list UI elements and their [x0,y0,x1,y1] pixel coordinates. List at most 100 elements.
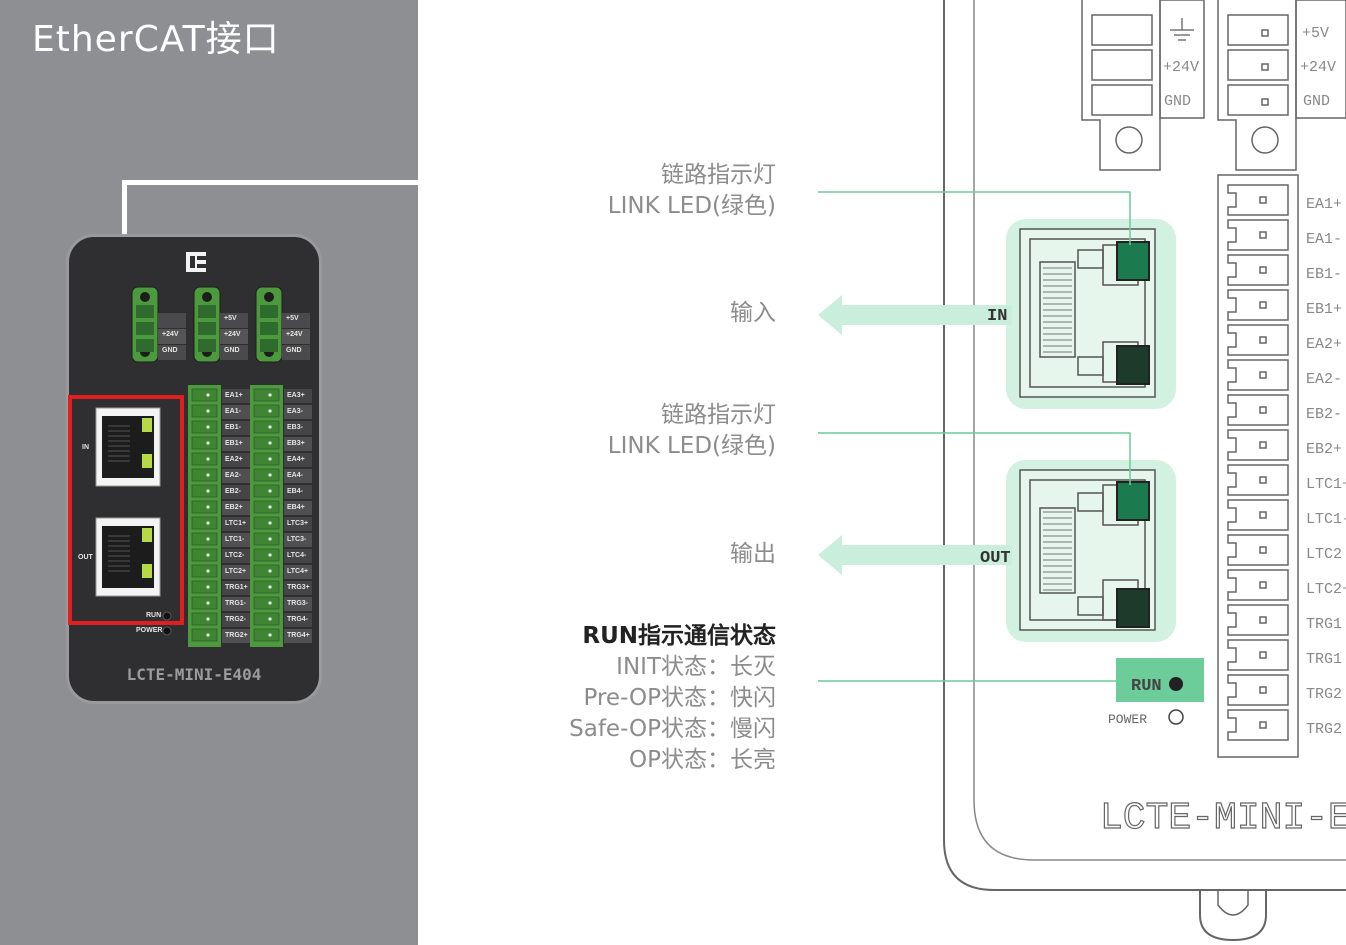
device-terminal-label: EA1+ [225,392,243,399]
terminal-block-right [250,385,283,647]
detail-terminal-label: TRG2 [1306,686,1342,703]
device-terminal-label: EA3- [287,408,303,415]
detail-terminal-label: LTC2+ [1306,581,1346,598]
device-out-label: OUT [78,554,93,561]
top-label-a-1: +24V [1163,59,1199,76]
device-power2-label: +5V [224,315,237,322]
device-in-label: IN [82,444,89,451]
detail-mount-tab [1199,890,1267,942]
device-terminal-label: TRG2- [225,616,246,623]
link1-subtitle: LINK LED(绿色) [607,193,776,219]
panel-title: EtherCAT接口 [32,19,280,60]
device-terminal-label: TRG1- [225,600,246,607]
terminal-block-left [188,385,221,647]
device-terminal-label: TRG1+ [225,584,248,591]
device-power3-label: +24V [286,331,303,338]
device-rj45-out [95,517,161,597]
device-terminal-label: LTC3- [287,536,307,543]
detail-terminal-label: LTC1- [1306,511,1346,528]
device-power1-label: +24V [162,331,179,338]
device-terminal-label: LTC2- [225,552,245,559]
device-terminal-label: LTC1- [225,536,245,543]
link1-annotation: 链路指示灯 LINK LED(绿色) [608,160,776,222]
detail-terminal-label: EB2+ [1306,441,1342,458]
device-terminal-label: EA2- [225,472,241,479]
top-label-a-2: GND [1164,93,1191,110]
device-terminal-label: TRG2+ [225,632,248,639]
detail-terminal-label: EA1+ [1306,196,1342,213]
device-terminal-label: LTC3+ [287,520,309,527]
link2-annotation: 链路指示灯 LINK LED(绿色) [608,400,776,462]
device-power2-label: +24V [224,331,241,338]
detail-run-label: RUN [1131,677,1162,696]
state-init: INIT状态：长灭 [616,654,776,680]
device-terminal-label: EA2+ [225,456,243,463]
device-terminal-label: EB2- [225,488,241,495]
ethercat-highlight-box [68,395,184,625]
detail-terminal-label: EA2- [1306,371,1342,388]
device-terminal-label: EB1+ [225,440,243,447]
detail-terminal-label: EA1- [1306,231,1342,248]
device-power3-label: +5V [286,315,299,322]
device-terminal-label: TRG3+ [287,584,310,591]
detail-mount-slot [1217,890,1249,916]
device-run-led-icon [162,611,172,621]
pointer-line-horizontal [122,180,418,185]
link2-subtitle: LINK LED(绿色) [607,433,776,459]
detail-terminal-strip [1217,174,1299,758]
detail-out-label: OUT [980,549,1011,568]
device-power2-label: GND [224,347,240,354]
output-annotation: 输出 [730,541,776,567]
detail-terminal-label: LTC1+ [1306,476,1346,493]
device-terminal-label: EB4- [287,488,303,495]
state-preop: Pre-OP状态：快闪 [583,685,776,711]
power-connector-1 [131,286,159,363]
detail-terminal-label: EB1+ [1306,301,1342,318]
run-annotation: RUN指示通信状态 INIT状态：长灭 Pre-OP状态：快闪 Safe-OP状… [569,621,776,776]
device-terminal-label: EB2+ [225,504,243,511]
device-terminal-label: EA4- [287,472,303,479]
device-terminal-label: EB1- [225,424,241,431]
device-terminal-label: EA4+ [287,456,305,463]
detail-in-label: IN [987,307,1007,326]
detail-power-label: POWER [1108,712,1147,727]
detail-terminal-label: EB1- [1306,266,1342,283]
device-rj45-in [95,407,161,487]
in-link-led [1116,241,1150,281]
rj45-in-vents [1043,267,1072,353]
out-activity-led [1116,588,1150,628]
top-label-b-1: +5V [1302,25,1329,42]
detail-terminal-label: LTC2 [1306,546,1342,563]
device-terminal-label: TRG3- [287,600,308,607]
detail-top-connector-a [1081,0,1205,171]
detail-terminal-label: TRG1 [1306,616,1342,633]
detail-top-connector-b [1217,0,1346,171]
device-terminal-label: LTC4+ [287,568,309,575]
device-terminal-label: EB3- [287,424,303,431]
device-power-label: POWER [136,627,163,634]
top-label-b-3: GND [1303,93,1330,110]
detail-device-inner-outline [973,0,1346,861]
device-illustration [95,252,312,647]
link2-callout-line [818,432,1131,485]
power-led-icon [1168,709,1184,725]
device-terminal-label: LTC4- [287,552,307,559]
power-connector-3 [255,286,283,363]
device-terminal-label: TRG4+ [287,632,310,639]
detail-model-label: LCTE-MINI-E40 [1100,797,1346,840]
device-run-label: RUN [146,612,162,619]
device-power-led-icon [162,626,172,636]
ground-icon [1170,18,1194,41]
run-indicator-box [1116,658,1204,702]
state-op: OP状态：长亮 [629,747,776,773]
overview-panel: EtherCAT接口 LCTE-MINI-E404 IN OUT RUN POW… [0,0,418,945]
device-terminal-label: EA3+ [287,392,305,399]
detail-terminal-labels: EA1+EA1-EB1-EB1+EA2+EA2-EB2-EB2+LTC1+LTC… [1306,196,1346,738]
output-arrow-icon [818,535,1012,575]
link1-callout-line [818,191,1131,245]
detail-device-outline [943,0,1346,891]
top-label-b-2: +24V [1300,59,1336,76]
state-safeop: Safe-OP状态：慢闪 [569,716,776,742]
out-link-led [1116,481,1150,521]
